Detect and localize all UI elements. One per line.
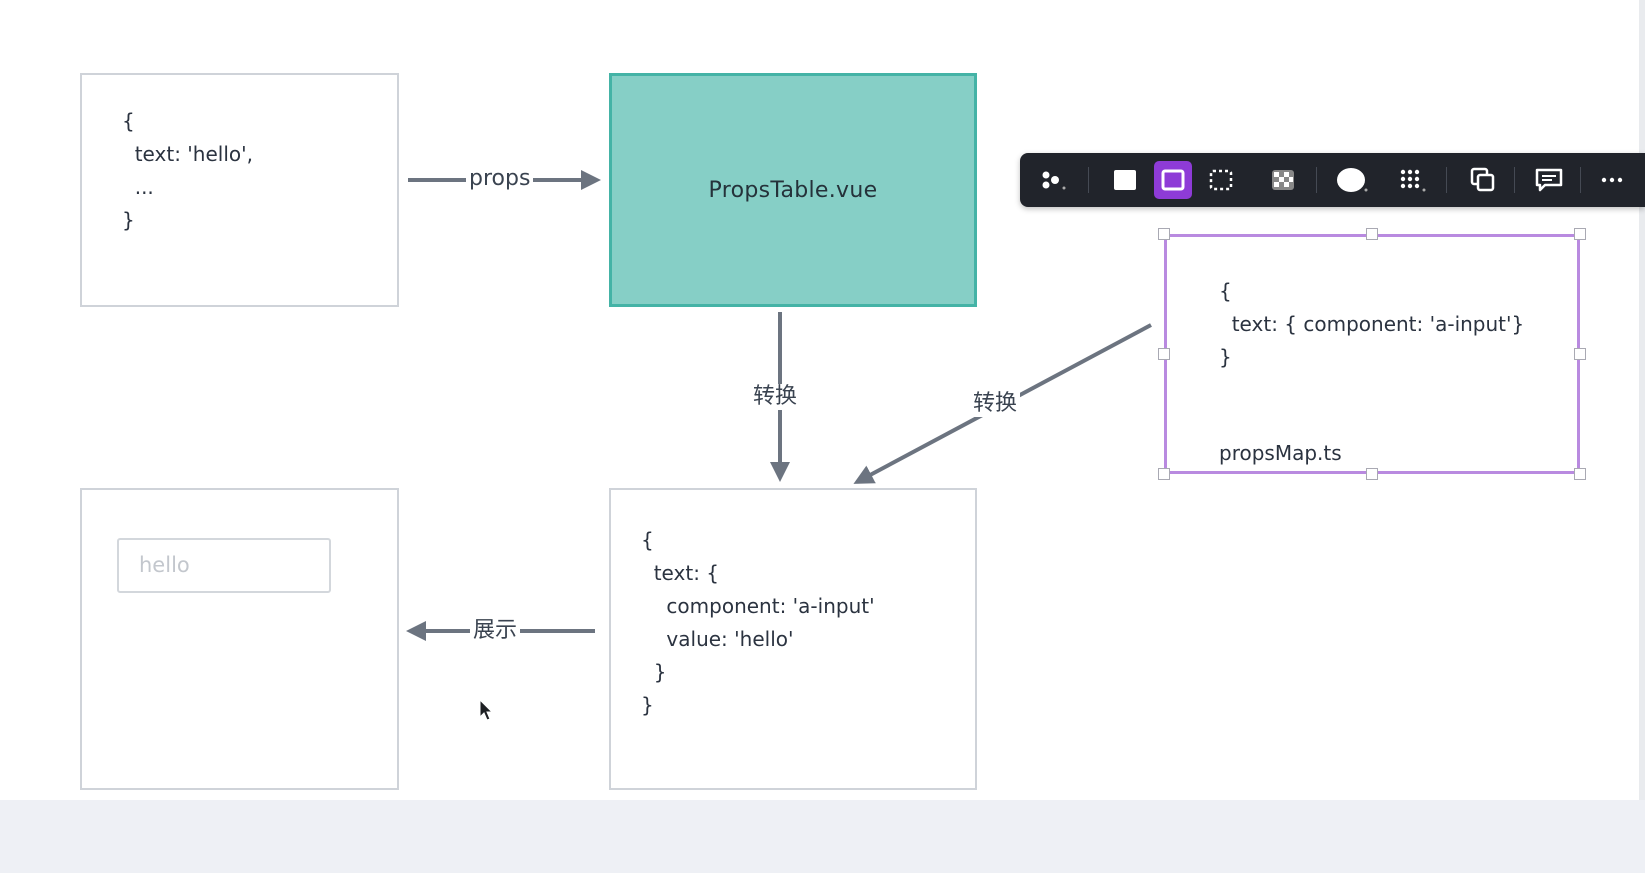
- props-map-box[interactable]: { text: { component: 'a-input'} } propsM…: [1164, 234, 1580, 474]
- shape-circle-icon[interactable]: [1334, 161, 1372, 199]
- resize-handle-tm[interactable]: [1366, 228, 1378, 240]
- props-map-filename: propsMap.ts: [1219, 441, 1342, 465]
- props-map-code: { text: { component: 'a-input'} }: [1219, 279, 1525, 369]
- fill-outline-icon[interactable]: [1154, 161, 1192, 199]
- fill-dashed-icon[interactable]: [1202, 161, 1240, 199]
- connector-icon[interactable]: [1036, 161, 1074, 199]
- props-arrow-label: props: [466, 166, 534, 192]
- resize-handle-bm[interactable]: [1366, 468, 1378, 480]
- hello-input-preview[interactable]: hello: [117, 538, 331, 593]
- grid-icon[interactable]: [1394, 161, 1432, 199]
- props-table-box[interactable]: PropsTable.vue: [609, 73, 977, 307]
- convert-label-diagonal: 转换: [970, 391, 1021, 417]
- resize-handle-mr[interactable]: [1574, 348, 1586, 360]
- source-props-code: { text: 'hello', ... }: [122, 109, 253, 232]
- resize-handle-tr[interactable]: [1574, 228, 1586, 240]
- resize-handle-tl[interactable]: [1158, 228, 1170, 240]
- resize-handle-br[interactable]: [1574, 468, 1586, 480]
- source-props-box[interactable]: { text: 'hello', ... }: [80, 73, 399, 307]
- comment-icon[interactable]: [1530, 161, 1568, 199]
- props-table-title: PropsTable.vue: [708, 177, 878, 203]
- result-props-code: { text: { component: 'a-input' value: 'h…: [641, 528, 875, 717]
- mouse-cursor-icon: [479, 699, 494, 721]
- diagram-canvas[interactable]: { text: 'hello', ... } props PropsTable.…: [0, 0, 1645, 800]
- fill-pattern-icon[interactable]: [1264, 161, 1302, 199]
- convert-label-vertical: 转换: [750, 384, 801, 410]
- more-icon[interactable]: [1594, 161, 1632, 199]
- rendered-output-box[interactable]: [80, 488, 399, 790]
- duplicate-icon[interactable]: [1464, 161, 1502, 199]
- fill-solid-icon[interactable]: [1106, 161, 1144, 199]
- resize-handle-ml[interactable]: [1158, 348, 1170, 360]
- shape-toolbar: [1020, 153, 1645, 207]
- display-arrow-label: 展示: [470, 618, 521, 644]
- resize-handle-bl[interactable]: [1158, 468, 1170, 480]
- result-props-box[interactable]: { text: { component: 'a-input' value: 'h…: [609, 488, 977, 790]
